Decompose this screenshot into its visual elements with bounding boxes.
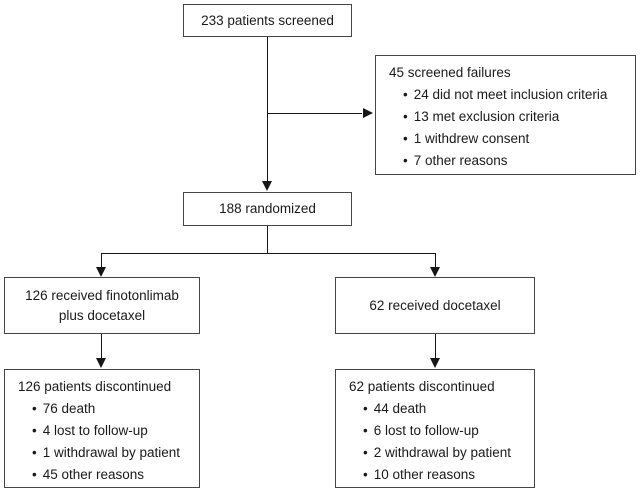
list-item: • 1 withdrawal by patient bbox=[32, 442, 191, 464]
node-arm-docetaxel: 62 received docetaxel bbox=[335, 277, 535, 334]
connector-left-arm-to-discontinued bbox=[101, 334, 102, 359]
reason-text: 4 lost to follow-up bbox=[42, 423, 148, 438]
arrowhead-down-right-arm bbox=[430, 267, 440, 277]
bullet-icon: • bbox=[363, 401, 368, 416]
reason-text: 13 met exclusion criteria bbox=[413, 109, 560, 124]
arrowhead-down-right-discontinued bbox=[430, 358, 440, 368]
bullet-icon: • bbox=[32, 401, 37, 416]
reason-text: 2 withdrawal by patient bbox=[373, 445, 512, 460]
node-randomized: 188 randomized bbox=[183, 192, 352, 226]
node-screen-failures: 45 screened failures • 24 did not meet in… bbox=[375, 55, 636, 175]
bullet-icon: • bbox=[363, 445, 368, 460]
node-arm-finotonlimab: 126 received finotonlimab plus docetaxel bbox=[4, 277, 200, 334]
discontinued-title: 62 patients discontinued bbox=[349, 379, 495, 394]
list-item: • 45 other reasons bbox=[32, 464, 191, 486]
bullet-icon: • bbox=[403, 109, 408, 124]
discontinued-title: 126 patients discontinued bbox=[18, 379, 172, 394]
connector-randomized-stub bbox=[267, 226, 268, 254]
bullet-icon: • bbox=[32, 423, 37, 438]
reason-text: 76 death bbox=[42, 401, 96, 416]
reason-text: 6 lost to follow-up bbox=[373, 423, 479, 438]
list-item: • 2 withdrawal by patient bbox=[363, 442, 526, 464]
reason-text: 45 other reasons bbox=[42, 467, 145, 482]
bullet-icon: • bbox=[403, 131, 408, 146]
bullet-icon: • bbox=[403, 87, 408, 102]
screen-failures-title: 45 screened failures bbox=[389, 65, 511, 80]
list-item: • 44 death bbox=[363, 398, 526, 420]
bullet-icon: • bbox=[32, 445, 37, 460]
list-item: • 7 other reasons bbox=[403, 150, 627, 172]
bullet-icon: • bbox=[32, 467, 37, 482]
list-item: • 4 lost to follow-up bbox=[32, 420, 191, 442]
arrowhead-down-left-discontinued bbox=[96, 358, 106, 368]
reason-text: 7 other reasons bbox=[413, 153, 508, 168]
connector-screened-to-randomized bbox=[267, 37, 268, 182]
bullet-icon: • bbox=[403, 153, 408, 168]
node-discontinued-finotonlimab: 126 patients discontinued • 76 death • 4 l… bbox=[4, 369, 200, 488]
list-item: • 13 met exclusion criteria bbox=[403, 106, 627, 128]
reason-text: 1 withdrew consent bbox=[413, 131, 530, 146]
arrowhead-down-left-arm bbox=[96, 267, 106, 277]
arrowhead-right-screen-failures bbox=[363, 108, 373, 118]
connector-branch-horizontal bbox=[101, 253, 436, 254]
list-item: • 10 other reasons bbox=[363, 464, 526, 486]
node-discontinued-docetaxel: 62 patients discontinued • 44 death • 6 lo… bbox=[335, 369, 535, 488]
node-patients-screened: 233 patients screened bbox=[183, 4, 352, 37]
reason-text: 10 other reasons bbox=[373, 467, 476, 482]
connector-drop-right-arm bbox=[435, 253, 436, 268]
bullet-icon: • bbox=[363, 423, 368, 438]
bullet-icon: • bbox=[363, 467, 368, 482]
list-item: • 6 lost to follow-up bbox=[363, 420, 526, 442]
arrowhead-down-randomized bbox=[262, 181, 272, 191]
reason-text: 1 withdrawal by patient bbox=[42, 445, 181, 460]
connector-right-arm-to-discontinued bbox=[435, 334, 436, 359]
connector-to-screen-failures bbox=[267, 113, 362, 114]
list-item: • 76 death bbox=[32, 398, 191, 420]
reason-text: 44 death bbox=[373, 401, 427, 416]
list-item: • 24 did not meet inclusion criteria bbox=[403, 84, 627, 106]
reason-text: 24 did not meet inclusion criteria bbox=[413, 87, 608, 102]
list-item: • 1 withdrew consent bbox=[403, 128, 627, 150]
connector-drop-left-arm bbox=[101, 253, 102, 268]
